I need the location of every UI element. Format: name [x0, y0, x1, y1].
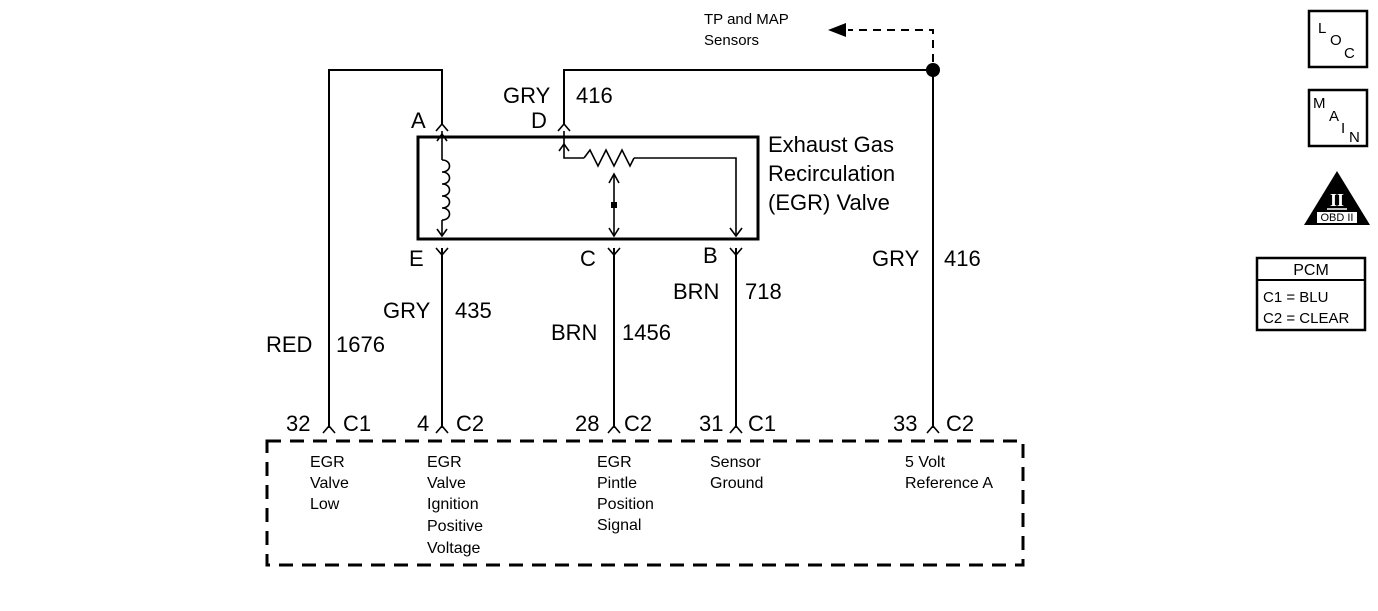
svg-text:Reference A: Reference A [905, 475, 993, 492]
pcm-pin-4: 4 [417, 411, 429, 436]
pcm-desc-4: EGR Valve Ignition Positive Voltage [427, 454, 483, 557]
svg-text:Positive: Positive [427, 518, 483, 535]
wire-red-1676 [328, 69, 443, 428]
svg-text:L: L [1318, 20, 1326, 37]
component-name-line1: Exhaust Gas [768, 132, 894, 157]
svg-text:Pintle: Pintle [597, 475, 637, 492]
wire-label-circuit-e: 435 [455, 298, 492, 323]
wire-label-circuit-c: 1456 [622, 320, 671, 345]
pcm-pin-28: 28 [575, 411, 599, 436]
pcm-conn-4: C2 [456, 411, 484, 436]
svg-text:O: O [1330, 32, 1342, 49]
pcm-legend-row2: C2 = CLEAR [1263, 310, 1349, 327]
svg-text:Position: Position [597, 496, 654, 513]
svg-text:EGR: EGR [427, 454, 462, 471]
pcm-desc-28: EGR Pintle Position Signal [597, 454, 654, 534]
wire-label-circuit-b: 718 [745, 279, 782, 304]
wire-label-color-red: RED [266, 332, 312, 357]
pcm-desc-31: Sensor Ground [710, 454, 763, 492]
obd-ii-icon: II [1330, 190, 1344, 210]
svg-text:A: A [1329, 108, 1339, 125]
pcm-conn-28: C2 [624, 411, 652, 436]
solenoid-coil-icon [436, 131, 451, 238]
svg-text:M: M [1313, 95, 1326, 112]
svg-text:EGR: EGR [310, 454, 345, 471]
svg-text:5 Volt: 5 Volt [905, 454, 946, 471]
wire-label-color-b: BRN [673, 279, 719, 304]
svg-text:Valve: Valve [310, 475, 349, 492]
wire-label-circuit-ref: 416 [944, 246, 981, 271]
component-name-line3: (EGR) Valve [768, 190, 890, 215]
connector-terminals [322, 122, 940, 434]
svg-text:Ignition: Ignition [427, 496, 479, 513]
pin-label-e: E [409, 246, 424, 271]
pin-label-a: A [411, 108, 426, 133]
component-name-line2: Recirculation [768, 161, 895, 186]
pcm-module-box [265, 439, 1025, 567]
tp-map-note-line2: Sensors [704, 32, 759, 49]
svg-text:N: N [1349, 129, 1360, 146]
egr-valve-box [416, 135, 760, 241]
pintle-marker [611, 202, 617, 208]
svg-text:C: C [1344, 45, 1355, 62]
svg-text:Voltage: Voltage [427, 540, 480, 557]
svg-text:Low: Low [310, 496, 340, 513]
pintle-position-sensor-icon [558, 131, 743, 238]
wire-label-circuit-d: 416 [576, 83, 613, 108]
pcm-legend-title: PCM [1293, 262, 1329, 279]
pcm-pin-32: 32 [286, 411, 310, 436]
wire-label-circuit-red: 1676 [336, 332, 385, 357]
pcm-legend: PCM C1 = BLU C2 = CLEAR [1255, 256, 1367, 332]
pin-label-d: D [531, 108, 547, 133]
wire-gry-416-d [563, 69, 933, 124]
pin-label-c: C [580, 246, 596, 271]
wire-label-color-c: BRN [551, 320, 597, 345]
pcm-pin-33: 33 [893, 411, 917, 436]
wire-label-color-ref: GRY [872, 246, 920, 271]
svg-text:Ground: Ground [710, 475, 763, 492]
pcm-desc-32: EGR Valve Low [310, 454, 349, 513]
wire-label-color-e: GRY [383, 298, 431, 323]
splice-dot [926, 63, 940, 77]
wire-label-color-d: GRY [503, 83, 551, 108]
svg-text:EGR: EGR [597, 454, 632, 471]
svg-text:Sensor: Sensor [710, 454, 761, 471]
tp-map-note-line1: TP and MAP [704, 11, 789, 28]
pcm-pin-31: 31 [699, 411, 723, 436]
pcm-conn-31: C1 [748, 411, 776, 436]
pcm-legend-row1: C1 = BLU [1263, 289, 1328, 306]
svg-text:I: I [1341, 120, 1345, 137]
loc-button[interactable]: L O C [1307, 9, 1369, 69]
pin-label-b: B [703, 243, 718, 268]
svg-text:Signal: Signal [597, 517, 641, 534]
obd-ii-button[interactable]: II OBD II [1304, 171, 1370, 225]
pcm-conn-33: C2 [946, 411, 974, 436]
main-button[interactable]: M A I N [1307, 88, 1369, 148]
svg-text:OBD II: OBD II [1320, 212, 1353, 224]
pcm-conn-32: C1 [343, 411, 371, 436]
svg-text:Valve: Valve [427, 475, 466, 492]
tp-map-dashed-arrow [828, 23, 934, 62]
pcm-desc-33: 5 Volt Reference A [905, 454, 993, 492]
